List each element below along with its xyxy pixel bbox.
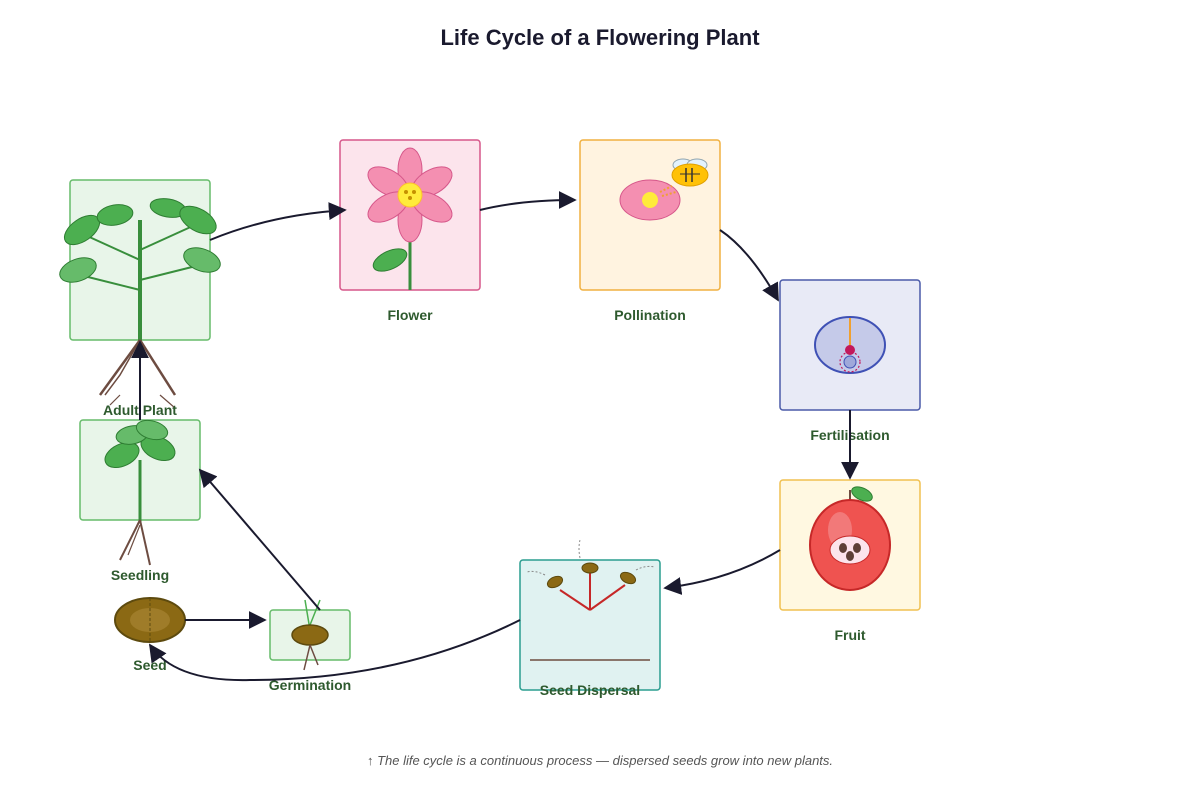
fruit-node: Fruit xyxy=(779,479,921,643)
bee-and-flower-icon xyxy=(619,158,709,221)
cycle-caption: ↑ The life cycle is a continuous process… xyxy=(367,753,833,768)
arrow-pollination-to-fertilisation xyxy=(719,229,779,302)
seed-icon xyxy=(114,597,186,643)
fruit-icon xyxy=(809,486,891,591)
arrow-adult-to-flower xyxy=(209,202,347,241)
seed-dispersal-box xyxy=(519,559,661,691)
seed-node: Seed xyxy=(114,597,186,673)
seedling-label: Seedling xyxy=(111,567,169,583)
diagram-title: Life Cycle of a Flowering Plant xyxy=(440,25,760,50)
fertilisation-node: Fertilisation xyxy=(779,279,921,443)
sprouting-seed-icon xyxy=(291,599,329,671)
flower-icon xyxy=(367,147,453,290)
germination-node: Germination xyxy=(269,599,351,693)
arrow-flower-to-pollination xyxy=(479,191,577,211)
pollination-label: Pollination xyxy=(614,307,686,323)
germination-label: Germination xyxy=(269,677,351,693)
arrow-fruit-to-dispersal xyxy=(663,549,781,595)
pollination-node: Pollination xyxy=(579,139,721,323)
seedling-icon xyxy=(104,419,176,566)
adult-plant-icon xyxy=(59,198,221,409)
fruit-label: Fruit xyxy=(834,627,865,643)
arrow-germination-to-seedling xyxy=(198,468,321,611)
seedling-node: Seedling xyxy=(79,419,201,583)
flower-label: Flower xyxy=(387,307,433,323)
seed-dispersal-node: Seed Dispersal xyxy=(519,539,661,698)
cycle-arrows xyxy=(131,191,859,682)
dispersal-icon xyxy=(526,539,656,661)
seed-label: Seed xyxy=(133,657,166,673)
arrow-dispersal-to-seed xyxy=(148,619,521,682)
ovule-icon xyxy=(814,316,886,374)
flower-node: Flower xyxy=(339,139,481,323)
seed-dispersal-label: Seed Dispersal xyxy=(540,682,640,698)
